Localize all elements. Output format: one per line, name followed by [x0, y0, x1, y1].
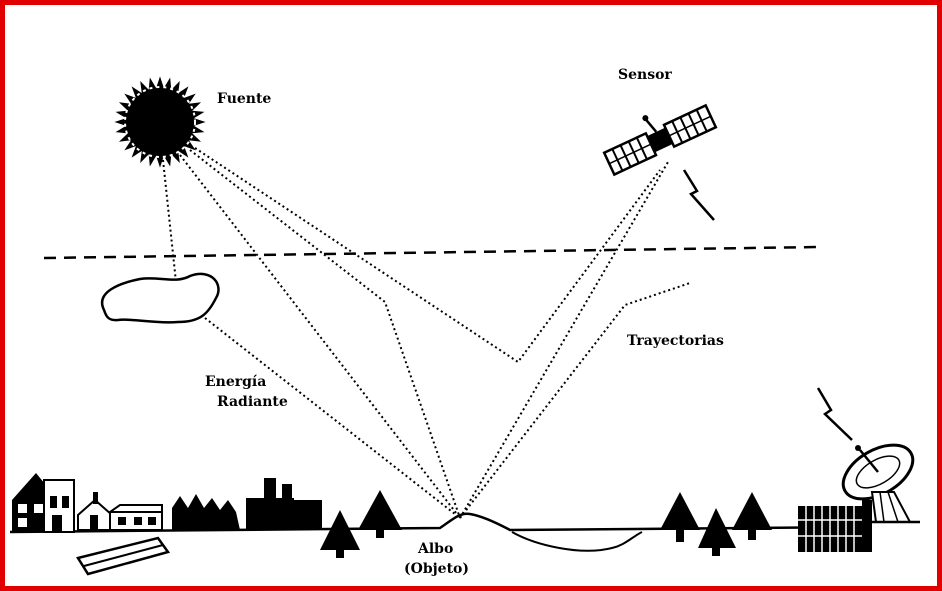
tree-icon	[660, 492, 700, 542]
lightning-icon	[816, 387, 853, 441]
house-icon	[12, 473, 75, 533]
sun-to-target-ray-1	[179, 154, 461, 519]
trajectory-lines	[162, 147, 691, 519]
tree-icon	[698, 508, 736, 556]
sun-icon	[114, 76, 206, 168]
target-label-line1: Albo	[417, 541, 453, 557]
trajectories-label: Trayectorias	[627, 333, 724, 349]
target-label-line2: (Objeto)	[404, 561, 469, 577]
sun-to-cloud-ray	[162, 159, 177, 283]
cloud-to-target-ray	[204, 317, 461, 519]
target-to-atmosphere-ray	[459, 282, 691, 519]
energy-label-line2: Radiante	[217, 394, 288, 410]
sensor-label: Sensor	[618, 67, 672, 83]
sun-to-sensor-ray	[194, 147, 661, 364]
target-to-sensor-ray	[459, 161, 669, 519]
tree-icon	[320, 510, 360, 558]
house-icon	[77, 492, 163, 531]
sun-to-target-ray-2	[189, 149, 461, 519]
receiving-station	[798, 500, 872, 552]
antenna-dish-icon	[841, 443, 920, 524]
atmosphere-line	[43, 245, 821, 260]
energy-label-line1: Energía	[205, 374, 266, 390]
lightning-icon	[682, 169, 715, 221]
source-label: Fuente	[217, 91, 271, 107]
tree-icon	[732, 492, 772, 540]
ground	[9, 512, 871, 552]
cloud-icon	[100, 272, 220, 324]
road-icon	[76, 536, 171, 576]
building-icon	[172, 478, 322, 530]
tree-icon	[358, 490, 402, 538]
satellite-icon	[602, 103, 718, 177]
